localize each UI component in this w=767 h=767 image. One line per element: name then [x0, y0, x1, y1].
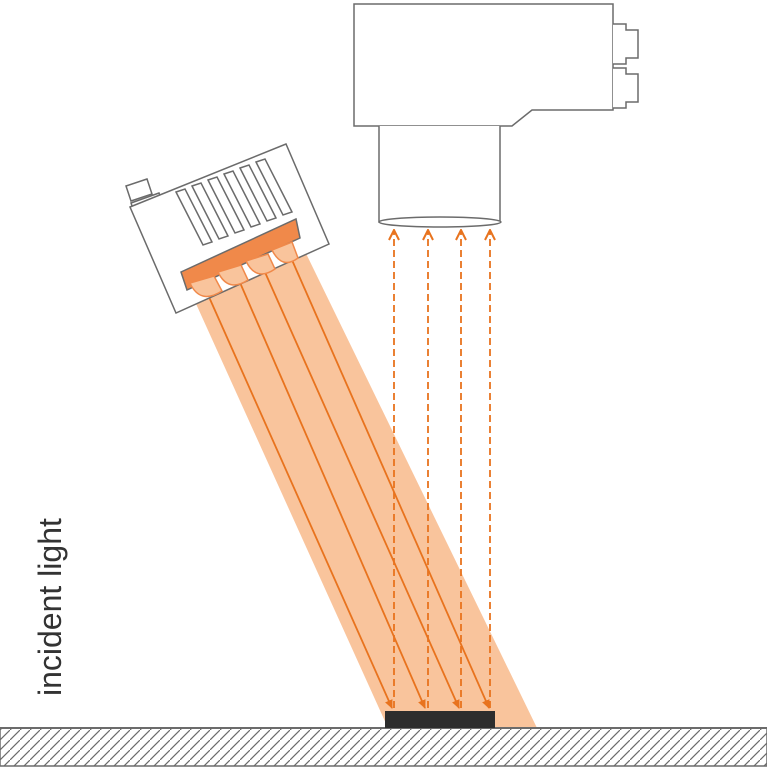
- incident-light-label: incident light: [32, 518, 68, 696]
- light-connector: [125, 178, 153, 202]
- camera-connector-bottom: [613, 67, 639, 109]
- incident-ray-4: [291, 259, 490, 709]
- incident-rays: [204, 259, 490, 709]
- incident-ray-3: [263, 269, 460, 709]
- camera-connector-top: [613, 23, 639, 65]
- reflected-rays: [394, 231, 490, 708]
- camera-lens-glass: [378, 216, 502, 228]
- camera: [353, 3, 639, 228]
- incident-ray-1: [204, 287, 393, 709]
- ground-surface: [0, 727, 767, 767]
- camera-lens: [378, 126, 501, 227]
- light-source: [125, 143, 330, 314]
- light-beam: [183, 237, 537, 728]
- inspected-object: [385, 711, 495, 728]
- lens-strip: [180, 217, 301, 292]
- cooling-fins: [174, 158, 294, 246]
- camera-body: [353, 3, 614, 127]
- led-lenses: [188, 241, 299, 298]
